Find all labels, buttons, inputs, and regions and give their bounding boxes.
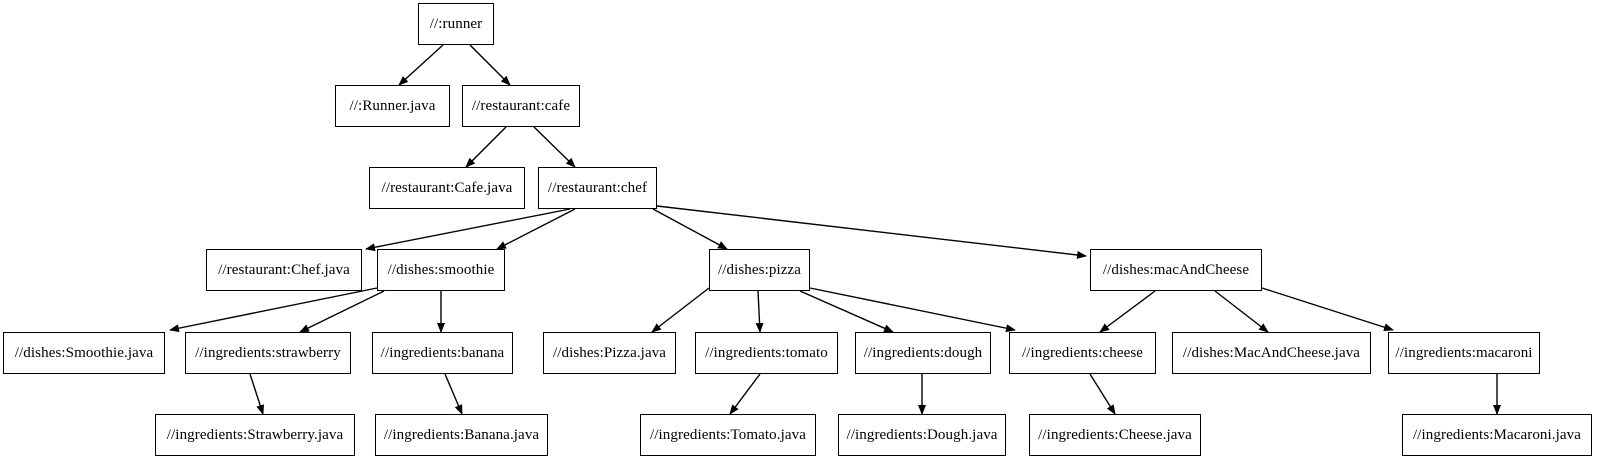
graph-node-label: //ingredients:Cheese.java — [1038, 426, 1192, 443]
graph-node-label: //:runner — [429, 15, 483, 32]
graph-node-label: //ingredients:Tomato.java — [650, 426, 806, 443]
graph-edge-runner-to-restaurant_cafe — [469, 44, 511, 86]
graph-node-label: //dishes:Smoothie.java — [14, 344, 154, 361]
graph-edge-ing_tomato-to-tomato_java — [729, 373, 761, 415]
graph-edge-dishes_mac-to-mac_java — [1214, 290, 1269, 333]
graph-edge-dishes_pizza-to-ing_dough — [799, 290, 894, 333]
graph-node-restaurant_chef[interactable]: //restaurant:chef — [538, 167, 657, 209]
graph-node-label: //ingredients:macaroni — [1395, 344, 1533, 361]
graph-node-banana_java[interactable]: //ingredients:Banana.java — [375, 414, 548, 456]
graph-edge-ing_strawberry-to-strawberry_java — [249, 373, 265, 415]
graph-node-label: //dishes:Pizza.java — [552, 344, 667, 361]
graph-node-label: //restaurant:Chef.java — [218, 261, 350, 278]
graph-node-label: //ingredients:Macaroni.java — [1412, 426, 1582, 443]
graph-node-strawberry_java[interactable]: //ingredients:Strawberry.java — [155, 414, 355, 456]
graph-node-ing_tomato[interactable]: //ingredients:tomato — [695, 332, 838, 374]
graph-node-chef_java[interactable]: //restaurant:Chef.java — [206, 249, 362, 291]
graph-node-label: //ingredients:cheese — [1021, 344, 1144, 361]
graph-node-dishes_mac[interactable]: //dishes:macAndCheese — [1090, 249, 1262, 291]
graph-node-label: //restaurant:cafe — [471, 97, 571, 114]
graph-node-tomato_java[interactable]: //ingredients:Tomato.java — [640, 414, 816, 456]
graph-node-restaurant_cafe[interactable]: //restaurant:cafe — [462, 85, 580, 127]
graph-node-label: //dishes:MacAndCheese.java — [1182, 344, 1361, 361]
graph-node-label: //dishes:pizza — [717, 261, 802, 278]
graph-node-smoothie_java[interactable]: //dishes:Smoothie.java — [3, 332, 165, 374]
graph-edge-restaurant_chef-to-dishes_pizza — [652, 208, 728, 250]
graph-node-pizza_java[interactable]: //dishes:Pizza.java — [543, 332, 676, 374]
graph-node-mac_java[interactable]: //dishes:MacAndCheese.java — [1172, 332, 1371, 374]
graph-node-label: //restaurant:Cafe.java — [381, 179, 513, 196]
graph-edge-restaurant_chef-to-dishes_smoothie — [496, 208, 576, 250]
graph-node-label: //ingredients:tomato — [705, 344, 828, 361]
graph-node-dough_java[interactable]: //ingredients:Dough.java — [838, 414, 1006, 456]
graph-node-label: //dishes:macAndCheese — [1102, 261, 1250, 278]
graph-edge-restaurant_chef-to-chef_java — [365, 208, 571, 252]
graph-node-ing_macaroni[interactable]: //ingredients:macaroni — [1388, 332, 1540, 374]
graph-node-ing_dough[interactable]: //ingredients:dough — [855, 332, 991, 374]
graph-edge-ing_banana-to-banana_java — [444, 373, 463, 415]
graph-edge-dishes_pizza-to-pizza_java — [651, 287, 710, 333]
graph-node-macaroni_java[interactable]: //ingredients:Macaroni.java — [1402, 414, 1592, 456]
graph-edge-dishes_pizza-to-ing_tomato — [755, 290, 764, 333]
graph-node-ing_strawberry[interactable]: //ingredients:strawberry — [185, 332, 351, 374]
graph-edge-dishes_mac-to-ing_macaroni — [1261, 287, 1394, 332]
graph-node-ing_banana[interactable]: //ingredients:banana — [372, 332, 513, 374]
graph-edge-dishes_smoothie-to-ing_strawberry — [299, 290, 385, 333]
graph-node-runner[interactable]: //:runner — [418, 3, 494, 45]
graph-edge-dishes_smoothie-to-smoothie_java — [169, 287, 378, 333]
graph-edge-ing_cheese-to-cheese_java — [1089, 373, 1116, 415]
graph-node-cafe_java[interactable]: //restaurant:Cafe.java — [369, 167, 525, 209]
graph-edge-dishes_mac-to-ing_cheese — [1099, 290, 1156, 333]
graph-edge-dishes_pizza-to-ing_cheese — [809, 287, 1016, 333]
graph-node-label: //:Runner.java — [349, 97, 436, 114]
graph-node-label: //ingredients:Banana.java — [383, 426, 540, 443]
graph-node-label: //ingredients:Dough.java — [846, 426, 998, 443]
graph-node-cheese_java[interactable]: //ingredients:Cheese.java — [1029, 414, 1201, 456]
graph-node-label: //restaurant:chef — [547, 179, 648, 196]
graph-node-ing_cheese[interactable]: //ingredients:cheese — [1009, 332, 1156, 374]
graph-edge-restaurant_cafe-to-restaurant_chef — [533, 126, 576, 168]
graph-node-label: //dishes:smoothie — [387, 261, 495, 278]
graph-edge-runner-to-runner_java — [398, 44, 444, 86]
graph-edge-restaurant_cafe-to-cafe_java — [465, 126, 507, 168]
graph-node-label: //ingredients:banana — [380, 344, 505, 361]
graph-node-label: //ingredients:strawberry — [195, 344, 341, 361]
graph-node-dishes_pizza[interactable]: //dishes:pizza — [709, 249, 810, 291]
graph-node-label: //ingredients:Strawberry.java — [166, 426, 344, 443]
graph-node-dishes_smoothie[interactable]: //dishes:smoothie — [377, 249, 505, 291]
graph-node-label: //ingredients:dough — [863, 344, 983, 361]
graph-node-runner_java[interactable]: //:Runner.java — [335, 85, 450, 127]
